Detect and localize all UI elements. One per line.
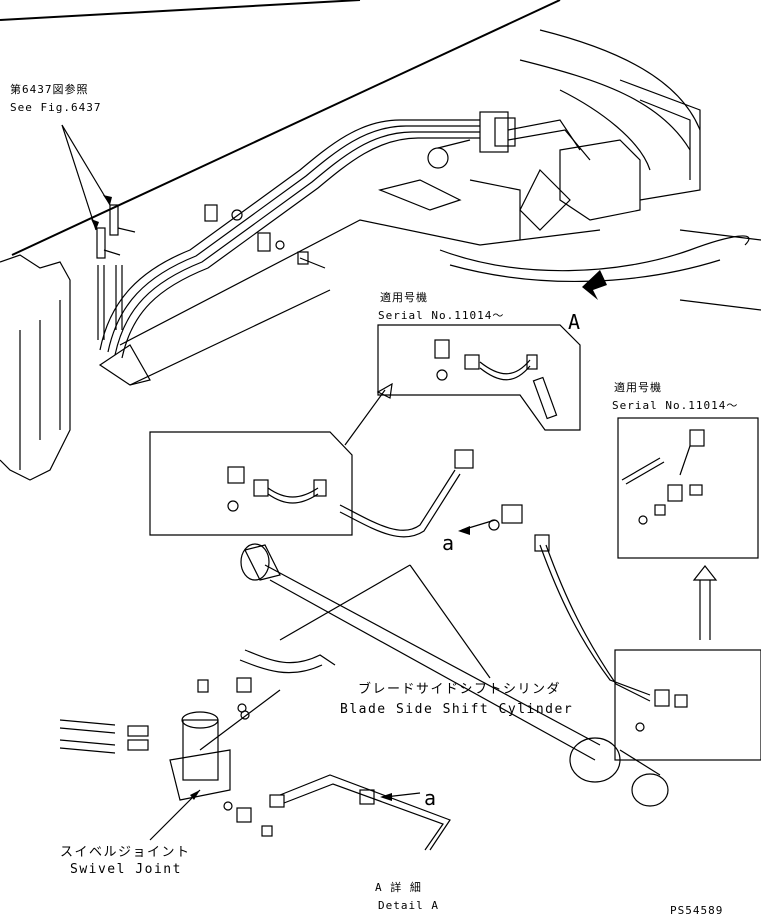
hydraulic-lines: [99, 111, 591, 359]
serial-right-en: Serial No.11014〜: [612, 399, 739, 412]
cylinder: [240, 543, 669, 807]
figure-id: PS54589: [670, 904, 724, 917]
pipe-box-lower-right: [614, 649, 761, 761]
serial-right-jp: 適用号機: [614, 381, 662, 394]
long-pipe-right: [534, 534, 651, 702]
detail-a-pipe: [223, 774, 451, 851]
arrow-shaft: [344, 389, 386, 446]
pipe-box-middle: [149, 431, 353, 536]
view-arrow-icon: [582, 270, 607, 300]
clamp-parts: [204, 204, 326, 269]
cylinder-label-jp: ブレードサイドシフトシリンダ: [358, 682, 562, 697]
detail-a-marker-left: a: [442, 531, 455, 555]
detail-label-en: Detail A: [378, 899, 439, 912]
ref-label-jp: 第6437図参照: [10, 83, 89, 96]
swivel-label-en: Swivel Joint: [70, 862, 182, 877]
serial-top-en: Serial No.11014〜: [378, 309, 505, 322]
arrow-up-right-icon: [692, 565, 718, 581]
serial-box-right: [617, 417, 759, 559]
swivel-joint-area: [59, 649, 336, 801]
view-label-a: A: [568, 310, 581, 334]
ref-leaders: [61, 124, 112, 231]
bent-pipe: [339, 449, 523, 538]
ref-label-en: See Fig.6437: [10, 101, 102, 114]
serial-box-top: [377, 324, 581, 431]
ref-pipes: [96, 204, 136, 340]
detail-a-marker-right: a: [424, 786, 437, 810]
serial-top-jp: 適用号機: [380, 291, 428, 304]
arrow-up-icon: [376, 382, 393, 399]
swivel-label-jp: スイベルジョイント: [60, 845, 191, 860]
machine-body: [0, 0, 761, 481]
detail-label-jp: A 詳 細: [375, 881, 422, 894]
cylinder-label-en: Blade Side Shift Cylinder: [340, 702, 574, 717]
label-leaders: [149, 519, 496, 841]
